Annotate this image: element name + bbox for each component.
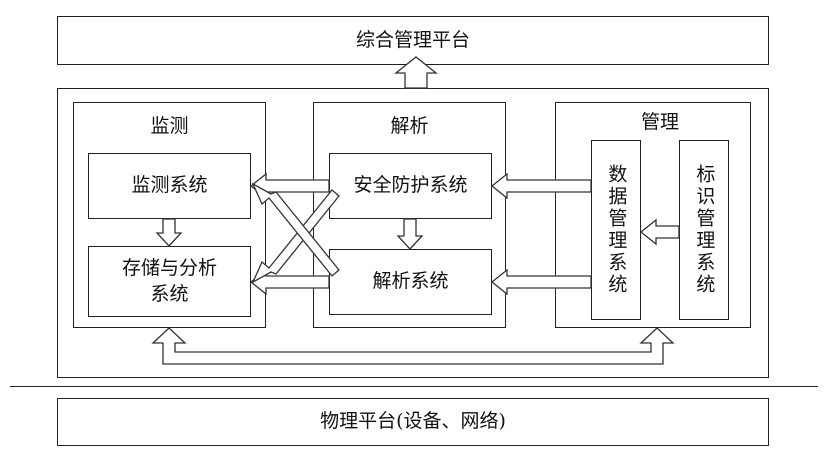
physical-platform: 物理平台(设备、网络) xyxy=(57,398,769,446)
data-management-system-label: 数据管理系统 xyxy=(605,164,628,296)
parse-system-label: 解析系统 xyxy=(372,270,449,293)
security-protection-system-box: 安全防护系统 xyxy=(329,153,492,219)
id-management-system-label: 标识管理系统 xyxy=(693,164,716,296)
manage-group-label: 管理 xyxy=(640,111,679,133)
storage-analysis-system-box: 存储与分析 系统 xyxy=(88,246,251,317)
parse-system-box: 解析系统 xyxy=(329,249,492,315)
monitor-system-label: 监测系统 xyxy=(131,174,208,197)
divider-line xyxy=(10,386,818,387)
parse-group-label: 解析 xyxy=(390,115,429,137)
monitor-group-label: 监测 xyxy=(150,115,189,137)
monitor-system-box: 监测系统 xyxy=(88,153,251,219)
integrated-management-platform: 综合管理平台 xyxy=(57,16,769,65)
storage-analysis-label-line2: 系统 xyxy=(150,282,189,305)
data-management-system-box: 数据管理系统 xyxy=(591,140,641,320)
physical-platform-label: 物理平台(设备、网络) xyxy=(320,410,506,433)
id-management-system-box: 标识管理系统 xyxy=(679,140,729,320)
storage-analysis-label-line1: 存储与分析 xyxy=(121,256,217,279)
security-protection-system-label: 安全防护系统 xyxy=(353,174,468,197)
integrated-management-platform-label: 综合管理平台 xyxy=(355,28,470,51)
